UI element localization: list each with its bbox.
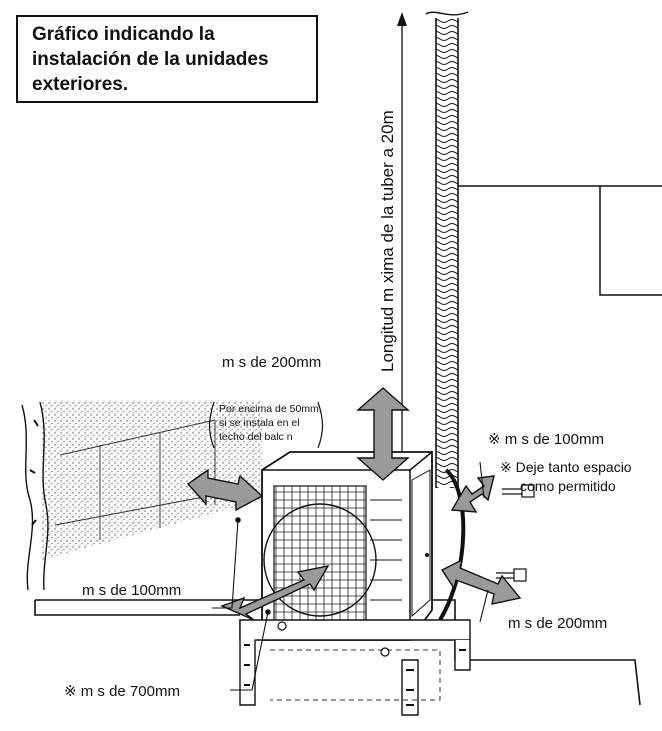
refrigerant-pipe (425, 11, 469, 622)
pipe-length-label: Longitud m xima de la tuber a 20m (378, 110, 397, 372)
leader-lines (212, 461, 489, 691)
right-clearance-arrow (450, 475, 495, 513)
right-clearance-label: ※ m s de 100mm (488, 431, 604, 448)
rear-clearance-label: m s de 200mm (508, 615, 608, 632)
title-line: instalación de la unidades (32, 49, 269, 70)
rear-clearance-arrow (440, 558, 522, 605)
mounting-stand (239, 619, 471, 716)
outdoor-unit (261, 451, 433, 641)
bolt-icon (496, 568, 527, 582)
leave-space-label: ※ Deje tanto espacio (500, 459, 632, 475)
title-line: exteriores. (32, 74, 129, 95)
leave-space-label: como permitido (520, 478, 616, 494)
clearance-arrows (186, 387, 522, 621)
left-clearance-arrow (186, 468, 264, 512)
balcony-note-line: Por encima de 50mm (219, 403, 319, 415)
top-clearance-label: m s de 200mm (222, 354, 322, 371)
title-box: Gráfico indicando la instalación de la u… (16, 15, 318, 103)
balcony-note-line: si se instala en el (219, 417, 300, 429)
front-clearance-arrow (220, 565, 330, 621)
right-wall (458, 185, 662, 296)
title-line: Gráfico indicando la (32, 24, 215, 45)
balcony-note-line: techo del balc n (219, 431, 293, 443)
pipe-length-dimension (397, 12, 407, 486)
bolt-icon (502, 484, 535, 498)
note-bracket-left (208, 401, 215, 449)
note-bracket-right (317, 401, 324, 449)
front-clearance-label: ※ m s de 700mm (64, 683, 180, 700)
left-clearance-label: m s de 100mm (82, 582, 182, 599)
top-clearance-arrow (356, 387, 410, 481)
